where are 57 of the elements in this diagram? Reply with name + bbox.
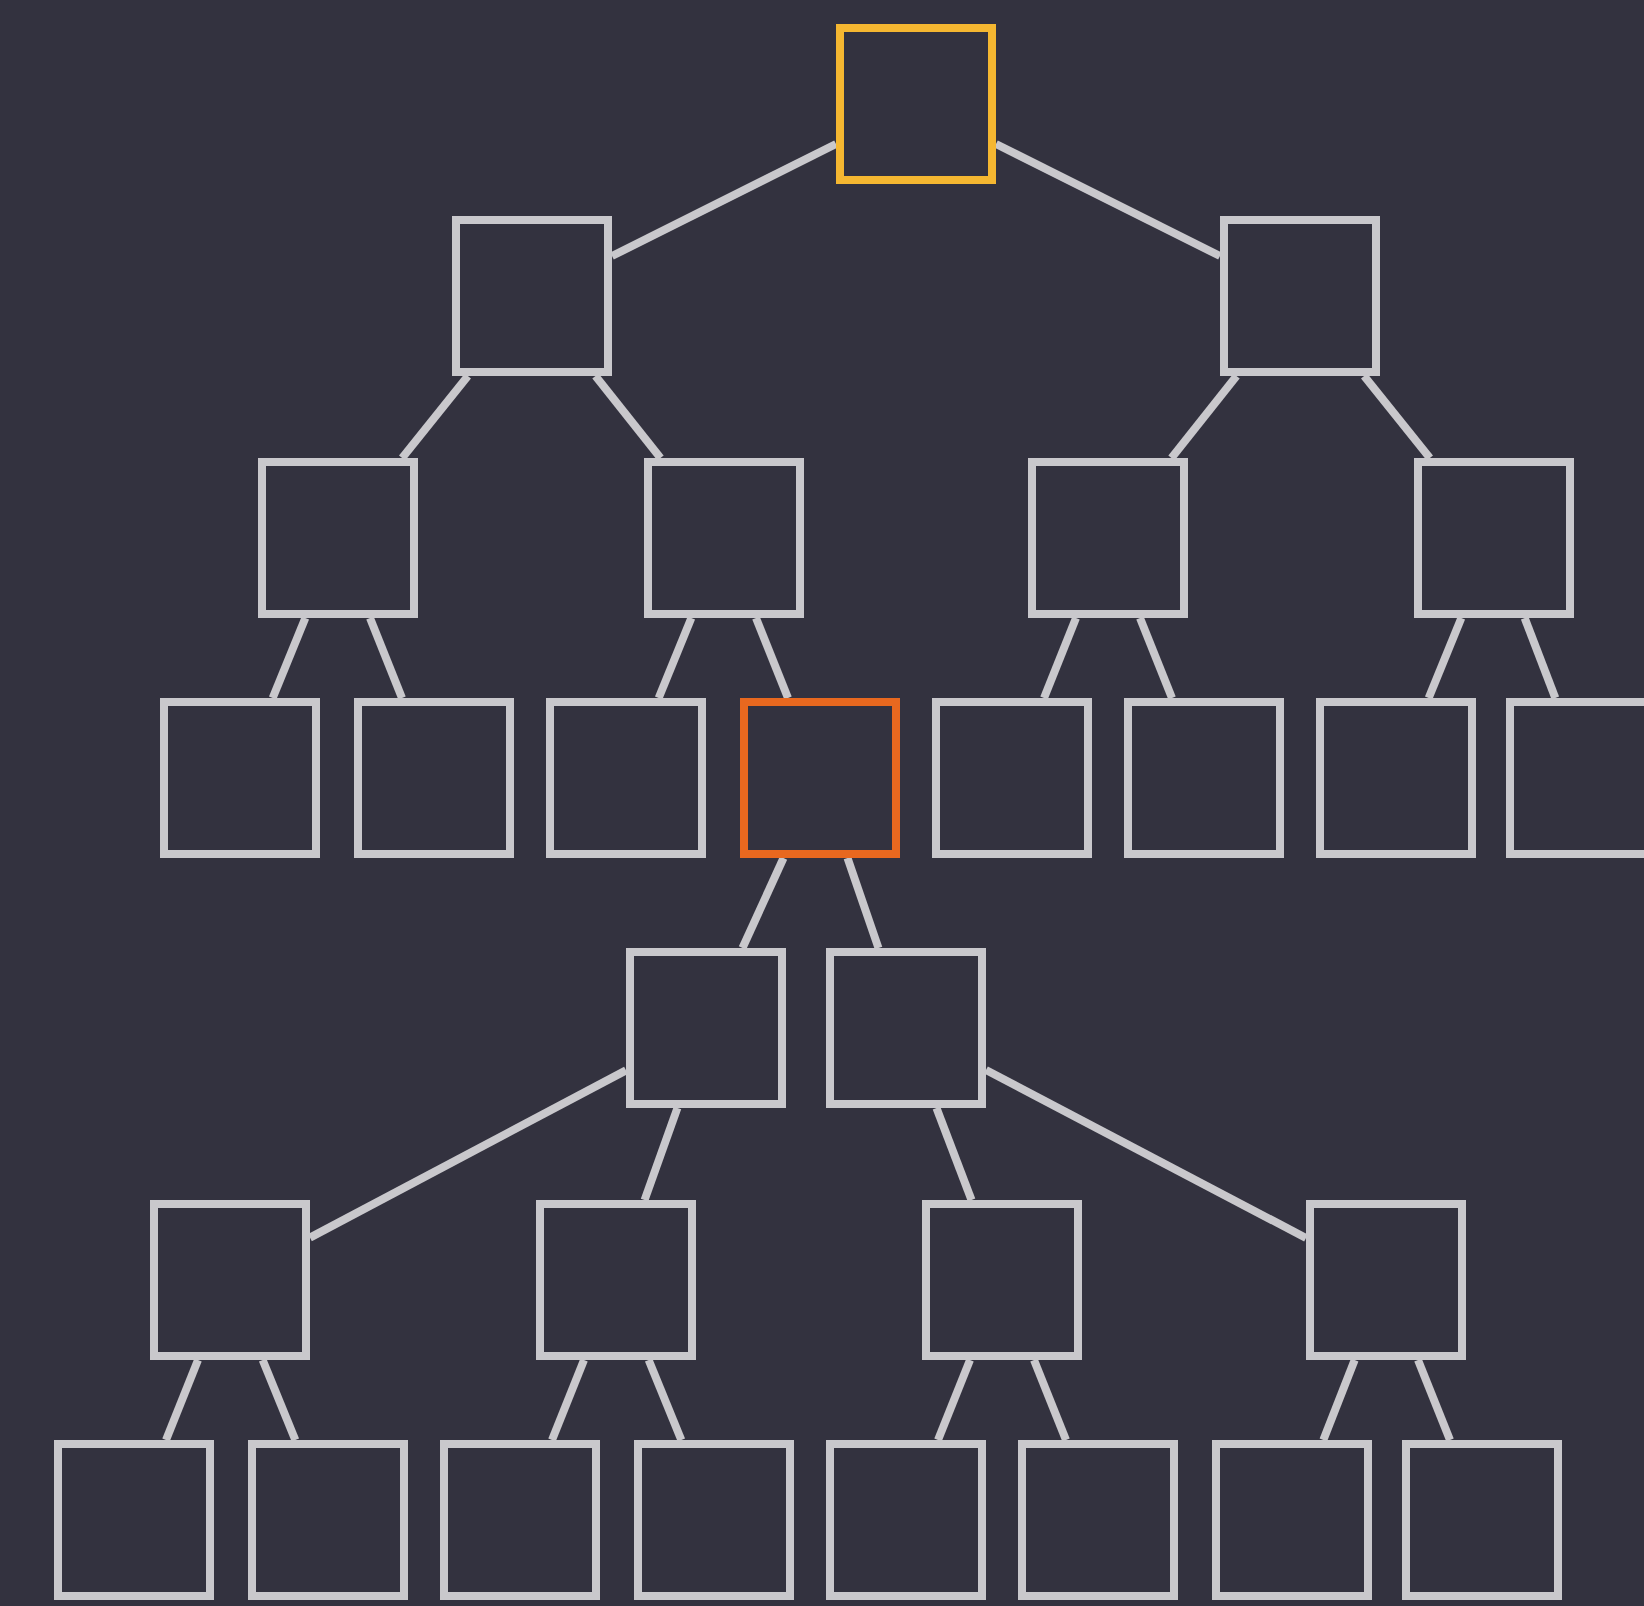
tree-node-box xyxy=(1028,458,1188,618)
tree-node-box xyxy=(740,698,900,858)
tree-node-box xyxy=(1306,1200,1466,1360)
connector-line xyxy=(258,1358,300,1442)
connector-line xyxy=(308,1066,628,1242)
connector-line xyxy=(994,140,1222,260)
tree-node-box xyxy=(1124,698,1284,858)
connector-line xyxy=(366,616,406,700)
connector-line xyxy=(640,1106,682,1202)
connector-line xyxy=(752,616,792,700)
connector-line xyxy=(399,373,471,461)
tree-node-box xyxy=(1316,698,1476,858)
tree-node-box xyxy=(836,24,996,184)
connector-line xyxy=(934,1358,974,1442)
tree-node-box xyxy=(1414,458,1574,618)
tree-node-box xyxy=(248,1440,408,1600)
tree-node-box xyxy=(1018,1440,1178,1600)
tree-node-box xyxy=(1506,698,1644,858)
tree-node-box xyxy=(354,698,514,858)
connector-line xyxy=(843,856,883,950)
tree-node-box xyxy=(150,1200,310,1360)
tree-node-box xyxy=(440,1440,600,1600)
connector-line xyxy=(1040,616,1080,700)
connector-line xyxy=(654,616,696,700)
connector-line xyxy=(610,140,838,260)
connector-line xyxy=(1414,1358,1454,1442)
connector-line xyxy=(932,1106,976,1202)
connector-line xyxy=(738,856,788,950)
tree-node-box xyxy=(826,1440,986,1600)
tree-node-box xyxy=(626,948,786,1108)
connector-line xyxy=(268,616,310,700)
tree-node-box xyxy=(932,698,1092,858)
connector-line xyxy=(1030,1358,1070,1442)
connector-line xyxy=(1361,373,1433,461)
tree-node-box xyxy=(826,948,986,1108)
tree-node-box xyxy=(546,698,706,858)
connector-line xyxy=(1168,373,1240,461)
connector-line xyxy=(1319,1358,1359,1442)
tree-node-box xyxy=(160,698,320,858)
connector-line xyxy=(1136,616,1176,700)
tree-node-box xyxy=(1220,216,1380,376)
connector-line xyxy=(548,1358,588,1442)
tree-node-box xyxy=(634,1440,794,1600)
tree-node-box xyxy=(644,458,804,618)
connector-line xyxy=(1424,616,1466,700)
tree-node-box xyxy=(536,1200,696,1360)
connector-line xyxy=(984,1066,1308,1242)
tree-node-box xyxy=(1402,1440,1562,1600)
tree-node-box xyxy=(452,216,612,376)
connector-line xyxy=(644,1358,686,1442)
connector-line xyxy=(592,373,664,461)
connector-line xyxy=(162,1358,202,1442)
connector-line xyxy=(1520,616,1560,700)
tree-node-box xyxy=(922,1200,1082,1360)
tree-node-box xyxy=(258,458,418,618)
tree-node-box xyxy=(1212,1440,1372,1600)
tree-node-box xyxy=(54,1440,214,1600)
